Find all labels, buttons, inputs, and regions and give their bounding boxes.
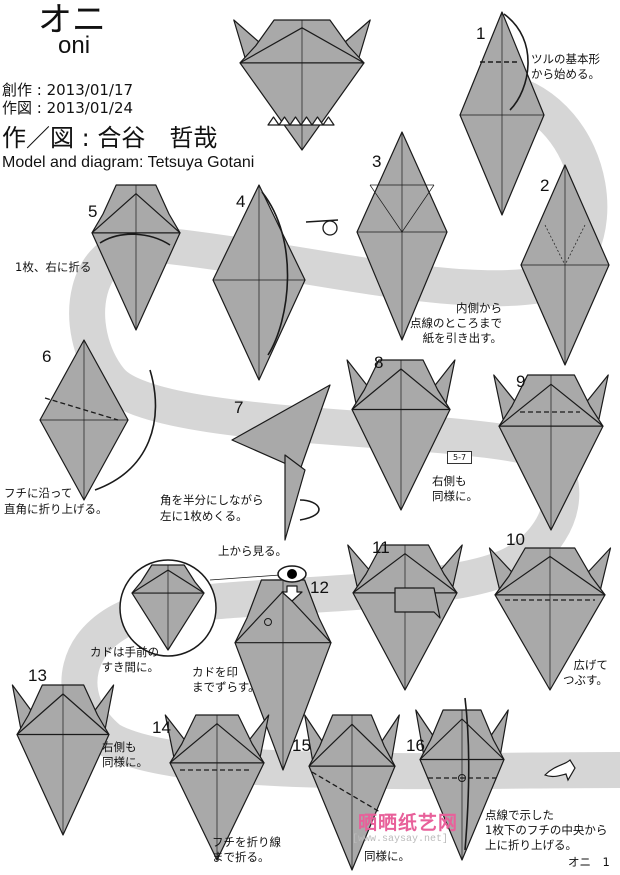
tooth: [300, 116, 313, 126]
diagram-date: 作図 : 2013/01/24: [2, 99, 134, 117]
step-number: 2: [540, 176, 550, 195]
tooth: [289, 116, 302, 126]
dotted-line: [544, 224, 566, 266]
crease: [401, 184, 435, 233]
step-14-caption: フチを折り線 まで折る。: [212, 835, 281, 864]
model-subtitle: oni: [58, 32, 91, 59]
step-number: 16: [406, 736, 425, 755]
step-7-point: [284, 454, 306, 541]
corner-into-gap-note: カドは手前の すき間に。: [90, 645, 159, 674]
step-7-caption: 角を半分にしながら 左に1枚めくる。: [160, 493, 264, 523]
mark-circle: [264, 618, 272, 626]
page-label: オニ 1: [568, 855, 610, 869]
step-number: 8: [374, 353, 384, 372]
valley-fold-line: [311, 771, 381, 813]
fold-arrow: [261, 191, 289, 356]
step-number: 1: [476, 24, 486, 43]
collapse-square: [394, 587, 441, 619]
step-7-flap: [231, 384, 331, 471]
step-number: 5: [88, 202, 98, 221]
step-12-caption: カドを印 までずらす。: [192, 665, 260, 694]
valley-fold-line: [44, 397, 119, 421]
turn-over-arrow: [305, 219, 339, 223]
created-date: 創作 : 2013/01/17: [2, 81, 134, 99]
dotted-line: [564, 224, 586, 266]
model-title: オニ: [38, 0, 106, 40]
fold-arrow: [94, 369, 157, 491]
step-number: 12: [310, 578, 329, 597]
step-number: 3: [372, 152, 382, 171]
fold-arrow: [503, 13, 529, 111]
step-number: 4: [236, 192, 246, 211]
step-number: 7: [234, 398, 244, 417]
step-13-caption: 右側も 同様に。: [102, 740, 148, 769]
step-number: 14: [152, 718, 171, 737]
tooth: [278, 116, 291, 126]
step-number: 10: [506, 530, 525, 549]
step-number: 15: [292, 736, 311, 755]
view-from-top-note: 上から見る。: [218, 544, 287, 558]
reference-steps-box: 5-7: [447, 451, 473, 464]
step-number: 11: [372, 538, 390, 557]
model-credit: Model and diagram: Tetsuya Gotani: [2, 154, 255, 171]
step-8-caption: 右側も 同様に。: [432, 474, 478, 503]
fold-arrow: [99, 233, 171, 246]
tooth: [322, 116, 335, 126]
step-number: 6: [42, 347, 52, 366]
step-6-caption: フチに沿って 直角に折り上げる。: [4, 486, 108, 516]
tooth: [311, 116, 324, 126]
step-15-caption: 同様に。: [364, 849, 410, 863]
watermark-url: [www.saysay.net]: [352, 834, 449, 845]
crease: [369, 184, 403, 233]
author-jp: 作／図 : 合谷 哲哉: [2, 124, 218, 152]
step-5-caption: 1枚、右に折る: [15, 260, 92, 274]
fold-arrow: [464, 697, 470, 851]
fold-arrow: [299, 499, 320, 521]
mark-circle: [458, 774, 466, 782]
next-page-arrow-icon: [543, 759, 576, 782]
step-2-caption: 内側から 点線のところまで 紙を引き出す。: [410, 301, 502, 345]
step-10-caption: 広げて つぶす。: [563, 658, 608, 687]
step-number: 13: [28, 666, 47, 685]
tooth: [267, 116, 280, 126]
view-arrow-icon: [281, 585, 303, 602]
step-16-caption: 点線で示した 1枚下のフチの中央から 上に折り上げる。: [485, 808, 608, 852]
step-1-caption: ツルの基本形 から始める。: [531, 52, 600, 81]
inset-leader: [209, 574, 281, 581]
eye-pupil-icon: [287, 569, 297, 579]
watermark-logo: 晒晒纸艺网: [358, 812, 459, 834]
step-number: 9: [516, 372, 526, 391]
turn-over-icon: [322, 220, 338, 236]
